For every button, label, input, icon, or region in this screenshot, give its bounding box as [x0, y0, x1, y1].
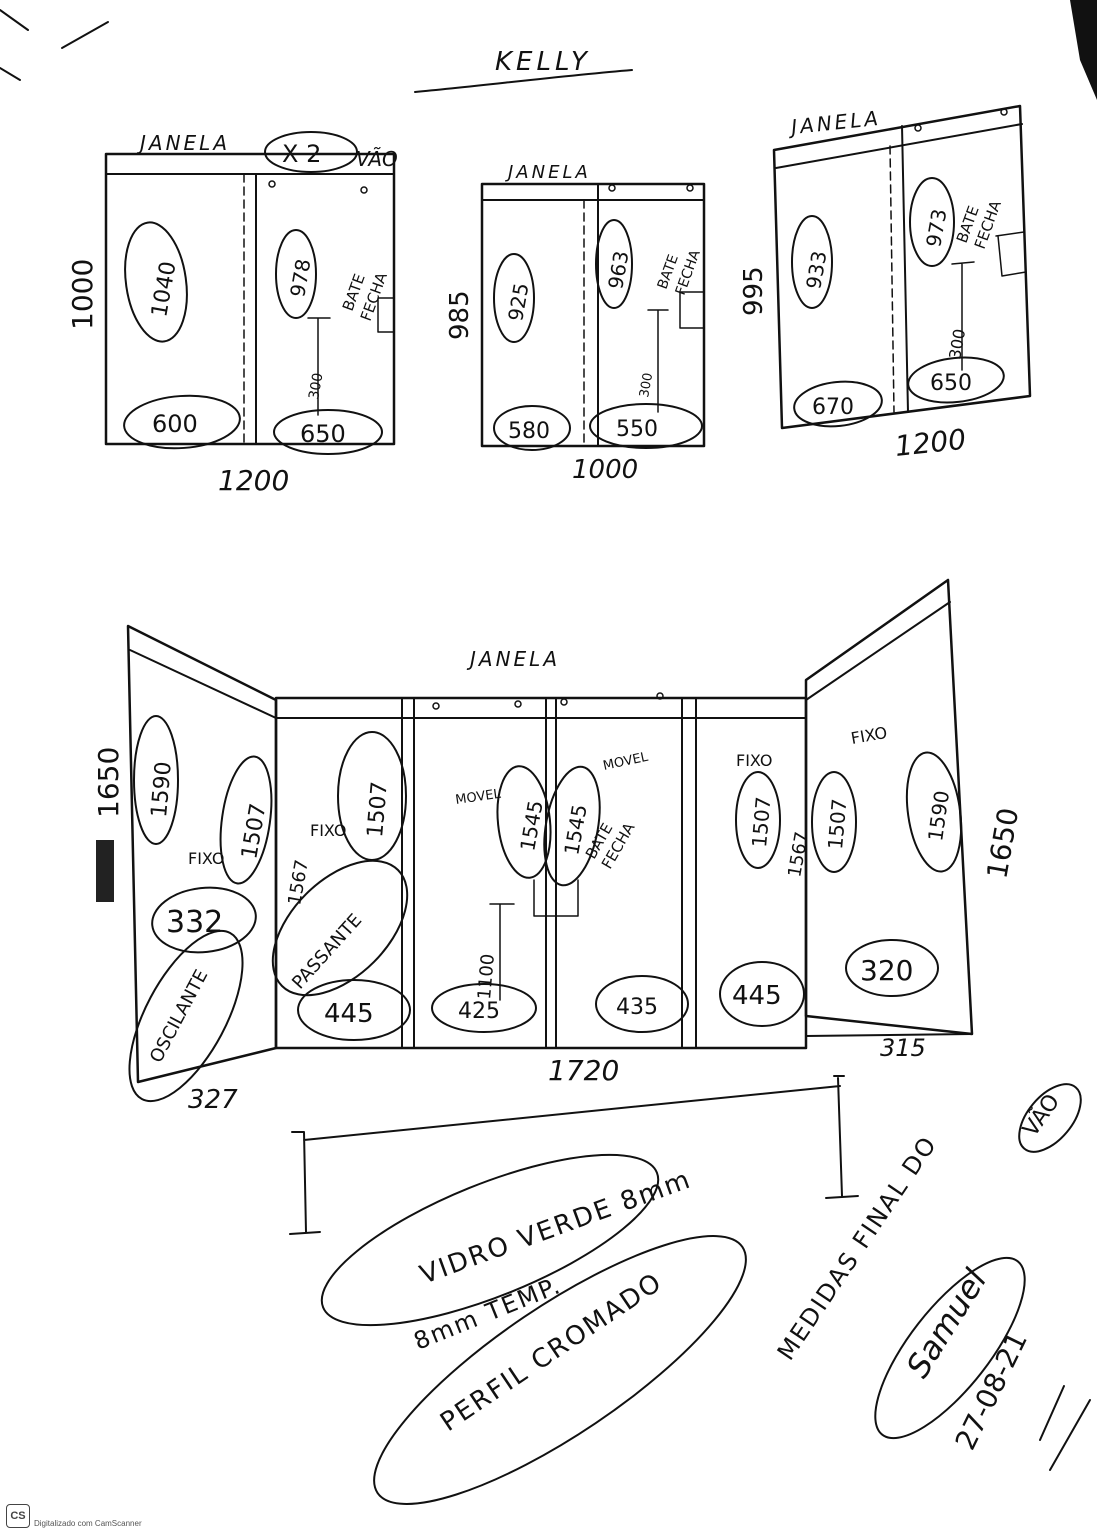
bay-height-right: 1650 — [980, 805, 1025, 881]
window-2-height: 985 — [445, 290, 475, 340]
p6-width: 320 — [860, 954, 913, 987]
p1-width: 332 — [166, 905, 223, 940]
bay-width-center: 1720 — [548, 1054, 619, 1087]
window-3-height: 995 — [739, 266, 769, 316]
p4-label: MOVEL — [602, 750, 650, 774]
scanner-watermark: CS Digitalizado com CamScanner — [6, 1504, 142, 1528]
signature: Samuel — [899, 1262, 995, 1384]
bay-window-label: JANELA — [466, 647, 560, 671]
p1-height: 1590 — [147, 761, 177, 819]
p2-fixo: FIXO — [310, 821, 346, 840]
window-3-left-pane-height: 933 — [801, 249, 831, 291]
note-final-1: MEDIDAS FINAL DO — [772, 1130, 943, 1365]
window-1-left-pane-width: 600 — [152, 410, 198, 438]
window-1-left-pane-height: 1040 — [147, 260, 181, 319]
bay-scribble — [96, 840, 114, 902]
window-1-label: JANELA — [136, 131, 230, 155]
bay-width-left: 327 — [188, 1085, 238, 1115]
p2-height: 1507 — [363, 781, 393, 839]
window-3-frame — [772, 104, 1032, 430]
note-date: 27-08-21 — [949, 1326, 1034, 1455]
p6-height-1: 1507 — [823, 798, 851, 851]
p4-width: 435 — [616, 995, 658, 1020]
p5-height: 1507 — [747, 796, 775, 849]
scanner-caption: Digitalizado com CamScanner — [34, 1518, 142, 1528]
bay-width-right: 315 — [880, 1034, 926, 1062]
window-2-left-pane-width: 580 — [508, 419, 550, 444]
signature-oval — [874, 1256, 1026, 1440]
notes: VIDRO VERDE 8mm 8mm TEMP. PERFIL CROMADO… — [320, 1083, 1091, 1505]
window-1-frame — [104, 152, 396, 446]
window-2-latch-height: 300 — [637, 372, 656, 399]
p5-width: 445 — [732, 981, 782, 1011]
p6-fixo: FIXO — [849, 723, 888, 748]
window-1: JANELA X 2 VÃO 1000 1200 1040 600 978 BA… — [66, 131, 398, 497]
p3-width: 425 — [458, 999, 500, 1024]
window-1-width: 1200 — [218, 464, 289, 497]
window-3-right-pane-height: 973 — [921, 207, 951, 249]
client-name: KELLY — [495, 47, 591, 77]
bay-window: JANELA 1650 1650 327 1720 315 1567 1567 … — [92, 578, 1025, 1115]
window-1-height: 1000 — [66, 259, 99, 330]
center-dimension-bar — [289, 1075, 859, 1235]
window-2-width: 1000 — [572, 455, 638, 485]
window-3-left-pane-width: 670 — [812, 395, 854, 420]
title-underline — [414, 69, 633, 93]
p3-label: MOVEL — [454, 787, 502, 808]
window-2-right-pane-width: 550 — [616, 417, 658, 442]
window-1-count-circle — [264, 131, 358, 173]
window-1-vao: VÃO — [356, 147, 398, 171]
p1-fixo: FIXO — [188, 849, 224, 868]
window-2-label: JANELA — [505, 162, 591, 183]
window-3-right-pane-width: 650 — [930, 371, 972, 396]
window-2-latch-note-2: FECHA — [673, 248, 704, 298]
scanner-logo: CS — [6, 1504, 30, 1528]
note-final-2: VÃO — [1017, 1089, 1065, 1142]
bay-latch-height: 1100 — [474, 953, 499, 1000]
window-1-right-pane-height: 978 — [285, 257, 315, 299]
p6-height: 1590 — [923, 789, 954, 843]
p5-fixo: FIXO — [736, 751, 772, 770]
bay-inner-height-right: 1567 — [784, 830, 813, 879]
p1-height-2: 1507 — [237, 802, 271, 861]
bay-inner-height-left: 1567 — [284, 858, 313, 907]
window-3-width: 1200 — [893, 423, 967, 463]
window-2-frame — [480, 182, 706, 448]
scan-artifacts — [0, 0, 1097, 100]
p2-width: 445 — [324, 999, 374, 1029]
p3-height: 1545 — [515, 799, 547, 853]
window-3-latch-height: 300 — [945, 327, 969, 360]
p1-type: OSCILANTE — [146, 966, 212, 1066]
window-1-latch-height: 300 — [306, 372, 326, 401]
window-2-left-pane-height: 925 — [503, 281, 533, 323]
window-1-right-pane-width: 650 — [300, 420, 346, 448]
bay-height-left: 1650 — [92, 747, 125, 818]
window-3: JANELA 995 1200 933 670 973 BATE FECHA 3… — [739, 104, 1032, 463]
window-2: JANELA 985 1000 925 580 963 BATE FECHA 3… — [445, 162, 706, 485]
